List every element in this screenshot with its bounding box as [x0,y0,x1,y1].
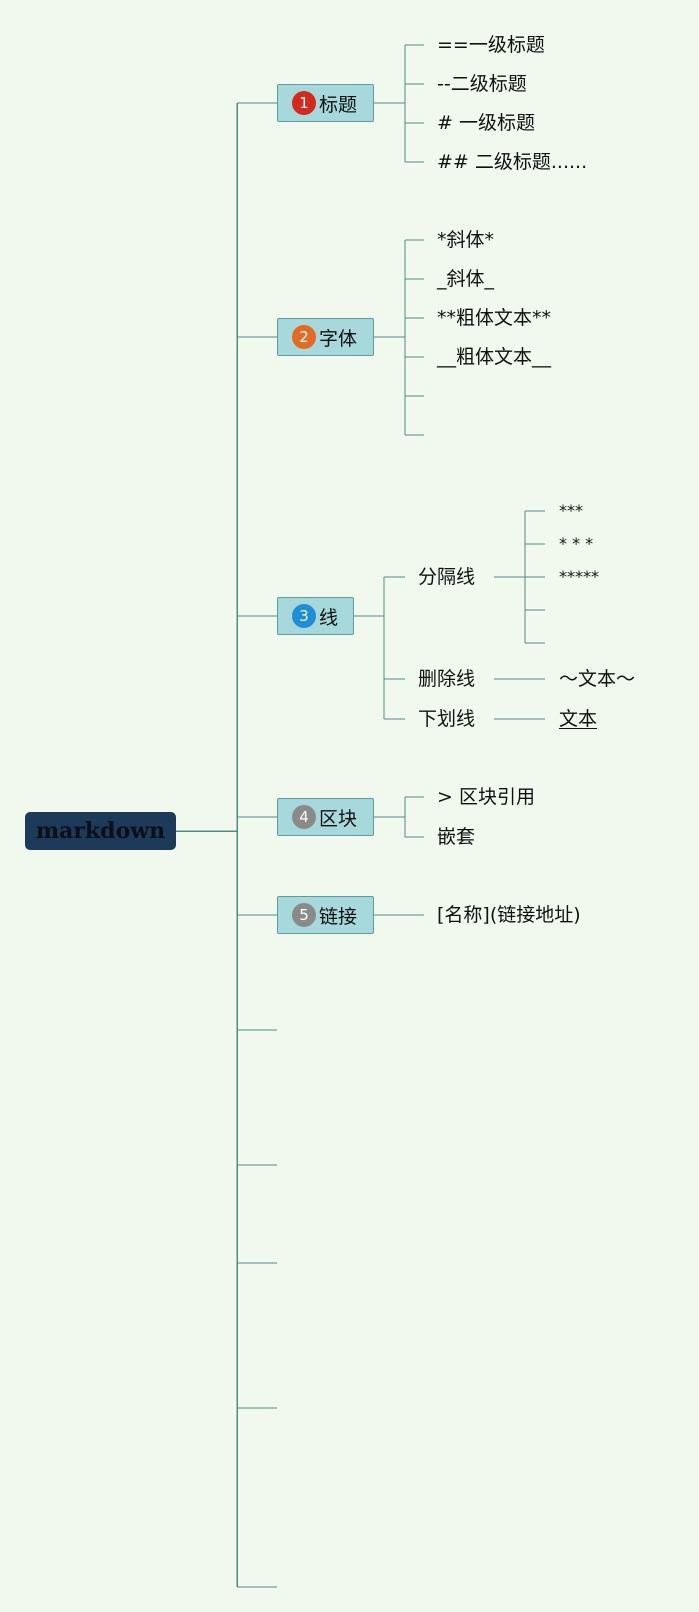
priority-3-icon: 3 [292,604,316,628]
heading-item[interactable]: ## 二级标题...... [437,151,588,173]
root-label: markdown [35,818,166,844]
link-item[interactable]: [名称](链接地址) [437,904,581,926]
strikethrough-label[interactable]: 删除线 [418,668,476,690]
divider-item[interactable]: * * * [559,534,594,553]
topic-fonts[interactable]: 2 字体 [277,318,374,356]
font-item[interactable]: **粗体文本** [437,307,552,329]
topic-links[interactable]: 5 链接 [277,896,374,934]
topic-label: 区块 [319,807,358,830]
divider-item[interactable]: ***** [559,567,599,586]
priority-2-icon: 2 [292,325,316,349]
topic-lines[interactable]: 3 线 [277,597,354,635]
underline-example[interactable]: 文本 [559,708,598,730]
topic-label: 字体 [319,327,358,350]
font-item[interactable]: __粗体文本__ [437,346,552,368]
topic-blocks[interactable]: 4 区块 [277,798,374,836]
topic-label: 线 [319,606,339,629]
divider-item[interactable]: *** [559,501,583,520]
divider-label[interactable]: 分隔线 [418,566,476,588]
font-item[interactable]: *斜体* [437,229,495,251]
font-item[interactable]: _斜体_ [437,268,495,290]
topic-label: 标题 [319,93,358,116]
block-item[interactable]: 嵌套 [437,826,476,848]
priority-4-icon: 4 [292,805,316,829]
heading-item[interactable]: ==一级标题 [437,34,545,56]
block-item[interactable]: > 区块引用 [437,786,535,808]
priority-1-icon: 1 [292,91,316,115]
heading-item[interactable]: # 一级标题 [437,112,535,134]
root-node[interactable]: markdown [25,812,176,850]
topic-label: 链接 [319,905,358,928]
heading-item[interactable]: --二级标题 [437,73,527,95]
strikethrough-example[interactable]: ～文本～ [559,668,636,690]
priority-5-icon: 5 [292,903,316,927]
underline-label[interactable]: 下划线 [418,708,476,730]
topic-headings[interactable]: 1 标题 [277,84,374,122]
